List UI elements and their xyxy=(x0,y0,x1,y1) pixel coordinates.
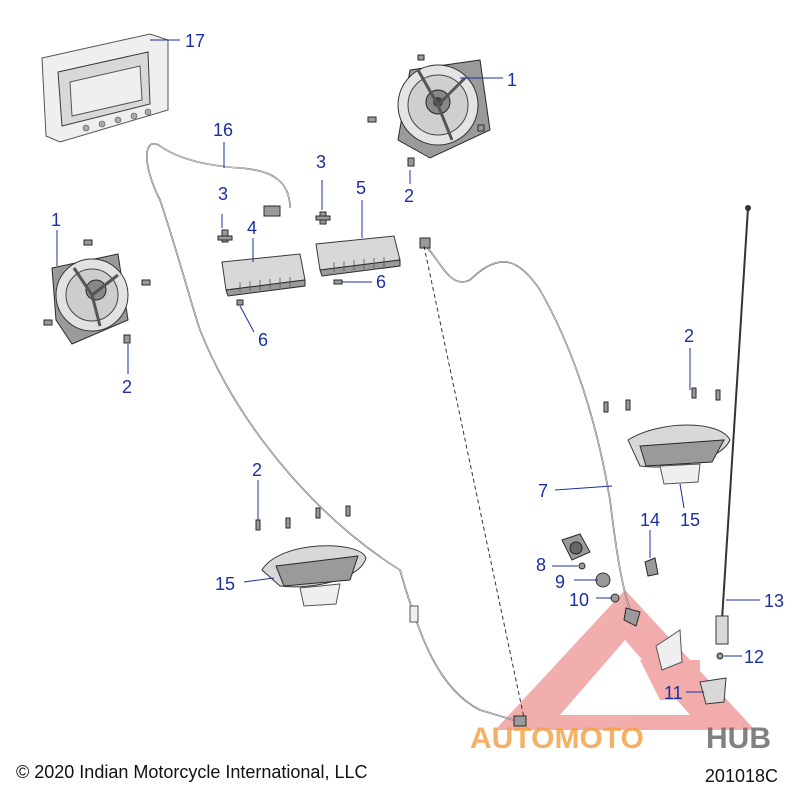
rear-speaker-part-15-left xyxy=(261,545,367,607)
callout-14: 14 xyxy=(640,510,660,530)
callout-3-left: 3 xyxy=(218,184,228,204)
callout-7: 7 xyxy=(538,481,548,501)
callout-16: 16 xyxy=(213,120,233,140)
small-hardware xyxy=(561,533,727,705)
watermark-logo: AUTOMOTO HUB xyxy=(470,722,771,755)
callout-8: 8 xyxy=(536,555,546,575)
callout-15-right: 15 xyxy=(680,510,700,530)
callout-2-right: 2 xyxy=(684,326,694,346)
callout-5: 5 xyxy=(356,178,366,198)
amplifier-part-4 xyxy=(221,253,306,297)
speaker-part-1-top xyxy=(397,59,491,159)
rear-speaker-part-15-right xyxy=(627,424,731,485)
callout-6-left: 6 xyxy=(258,330,268,350)
speaker-part-1-left xyxy=(51,253,129,345)
callout-17: 17 xyxy=(185,31,205,51)
callout-3-right: 3 xyxy=(316,152,326,172)
antenna-cable-part-7 xyxy=(419,237,631,611)
callout-11: 11 xyxy=(664,683,683,703)
watermark-triangle-icon xyxy=(495,590,755,730)
callout-2-left: 2 xyxy=(122,377,132,397)
screws-left-speaker xyxy=(43,239,151,344)
screws-top-speaker xyxy=(367,54,485,167)
callout-4: 4 xyxy=(247,218,257,238)
wire-harness-part-16 xyxy=(146,143,527,727)
amplifier-part-5 xyxy=(315,235,401,277)
display-screen-part-17 xyxy=(41,33,169,143)
callout-15-left: 15 xyxy=(215,574,235,594)
dashed-connection-line xyxy=(423,245,525,719)
callout-10: 10 xyxy=(569,590,589,610)
callout-13: 13 xyxy=(764,591,784,611)
copyright-text: © 2020 Indian Motorcycle International, … xyxy=(16,762,368,782)
screws-part-3 xyxy=(217,211,331,243)
callout-12: 12 xyxy=(744,647,764,667)
callout-1-top: 1 xyxy=(507,70,517,90)
callout-1-left: 1 xyxy=(51,210,61,230)
leader-lines xyxy=(56,39,760,693)
callout-labels: 17 1 2 16 3 3 4 5 6 6 1 2 2 2 7 15 15 14… xyxy=(51,31,784,703)
antenna-part-13 xyxy=(715,205,751,645)
screws-left-rear-speaker xyxy=(255,505,351,531)
watermark-text-part2: HUB xyxy=(706,722,771,755)
callout-2-lower: 2 xyxy=(252,460,262,480)
callout-6-right: 6 xyxy=(376,272,386,292)
callout-2-top: 2 xyxy=(404,186,414,206)
diagram-code: 201018C xyxy=(704,766,778,786)
screws-right-speaker xyxy=(603,387,721,413)
callout-9: 9 xyxy=(555,572,565,592)
watermark-text-part1: AUTOMOTO xyxy=(470,722,644,755)
